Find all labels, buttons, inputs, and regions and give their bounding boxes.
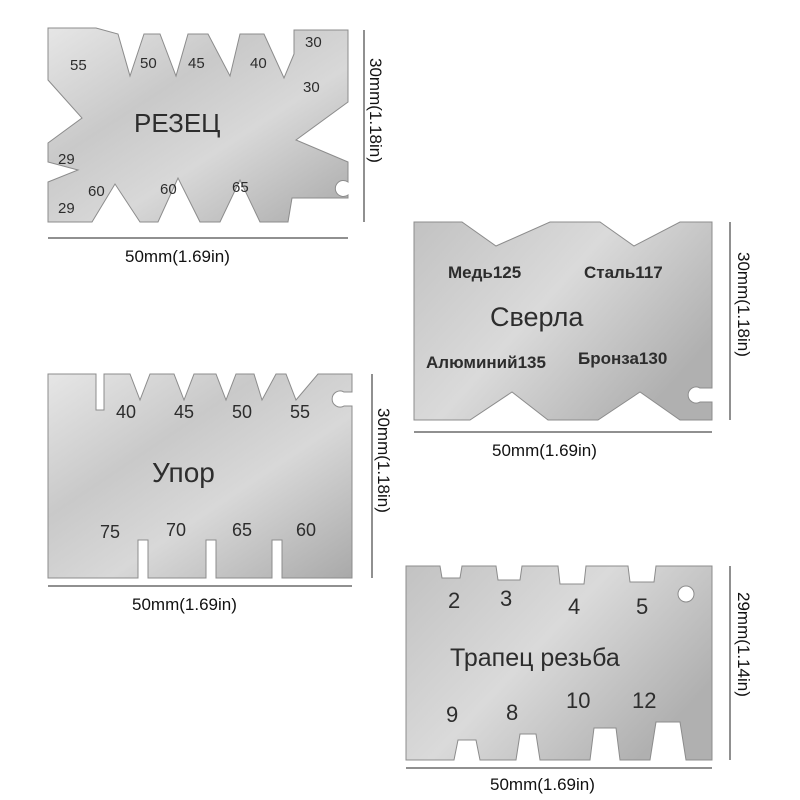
gauge-upor-plate <box>47 373 353 579</box>
rezets-angle-45: 45 <box>188 55 205 72</box>
rezets-title: РЕЗЕЦ <box>134 108 220 138</box>
upor-width-label: 50mm(1.69in) <box>132 595 237 614</box>
trapets-pitch-8: 8 <box>506 700 518 725</box>
upor-angle-50: 50 <box>232 402 252 422</box>
gauge-rezets: 55 50 45 40 30 30 РЕЗЕЦ 29 29 60 60 65 5… <box>47 27 385 266</box>
trapets-height-label: 29mm(1.14in) <box>734 592 753 697</box>
upor-angle-55: 55 <box>290 402 310 422</box>
upor-angle-45: 45 <box>174 402 194 422</box>
trapets-pitch-10: 10 <box>566 688 590 713</box>
trapets-pitch-4: 4 <box>568 594 580 619</box>
gauge-sverla-plate <box>413 221 713 421</box>
trapets-pitch-5: 5 <box>636 594 648 619</box>
sverla-height-label: 30mm(1.18in) <box>734 252 753 357</box>
trapets-hang-hole <box>677 585 695 603</box>
rezets-angle-29-lower: 29 <box>58 200 75 217</box>
trapets-pitch-9: 9 <box>446 702 458 727</box>
gauge-rezets-plate <box>47 27 349 223</box>
sverla-label-steel: Сталь117 <box>584 263 663 282</box>
rezets-height-label: 30mm(1.18in) <box>366 58 385 163</box>
sverla-label-bronze: Бронза130 <box>578 349 667 368</box>
upor-angle-75: 75 <box>100 522 120 542</box>
trapets-pitch-12: 12 <box>632 688 656 713</box>
trapets-pitch-2: 2 <box>448 588 460 613</box>
rezets-angle-50: 50 <box>140 55 157 72</box>
gauge-trapets: 2 3 4 5 Трапец резьба 9 8 10 12 50mm(1.6… <box>405 565 753 794</box>
upor-angle-65: 65 <box>232 520 252 540</box>
rezets-angle-29-upper: 29 <box>58 151 75 168</box>
sverla-title: Сверла <box>490 302 584 332</box>
rezets-angle-40: 40 <box>250 55 267 72</box>
sverla-label-copper: Медь125 <box>448 263 521 282</box>
trapets-title: Трапец резьба <box>450 644 620 672</box>
upor-angle-40: 40 <box>116 402 136 422</box>
rezets-width-label: 50mm(1.69in) <box>125 247 230 266</box>
rezets-angle-55: 55 <box>70 57 87 74</box>
upor-height-label: 30mm(1.18in) <box>374 408 393 513</box>
rezets-angle-30-right: 30 <box>303 79 320 96</box>
rezets-angle-30-top: 30 <box>305 34 322 51</box>
upor-angle-70: 70 <box>166 520 186 540</box>
upor-angle-60: 60 <box>296 520 316 540</box>
rezets-angle-60-left: 60 <box>88 183 105 200</box>
rezets-angle-65: 65 <box>232 179 249 196</box>
trapets-width-label: 50mm(1.69in) <box>490 775 595 794</box>
gauge-trapets-plate <box>405 565 713 761</box>
sverla-width-label: 50mm(1.69in) <box>492 441 597 460</box>
gauge-sverla: Медь125 Сталь117 Сверла Алюминий135 Брон… <box>413 221 753 460</box>
rezets-angle-60-mid: 60 <box>160 181 177 198</box>
upor-title: Упор <box>152 457 215 488</box>
gauge-upor: 40 45 50 55 Упор 75 70 65 60 50mm(1.69in… <box>47 373 393 614</box>
trapets-pitch-3: 3 <box>500 586 512 611</box>
sverla-label-aluminium: Алюминий135 <box>426 353 546 372</box>
